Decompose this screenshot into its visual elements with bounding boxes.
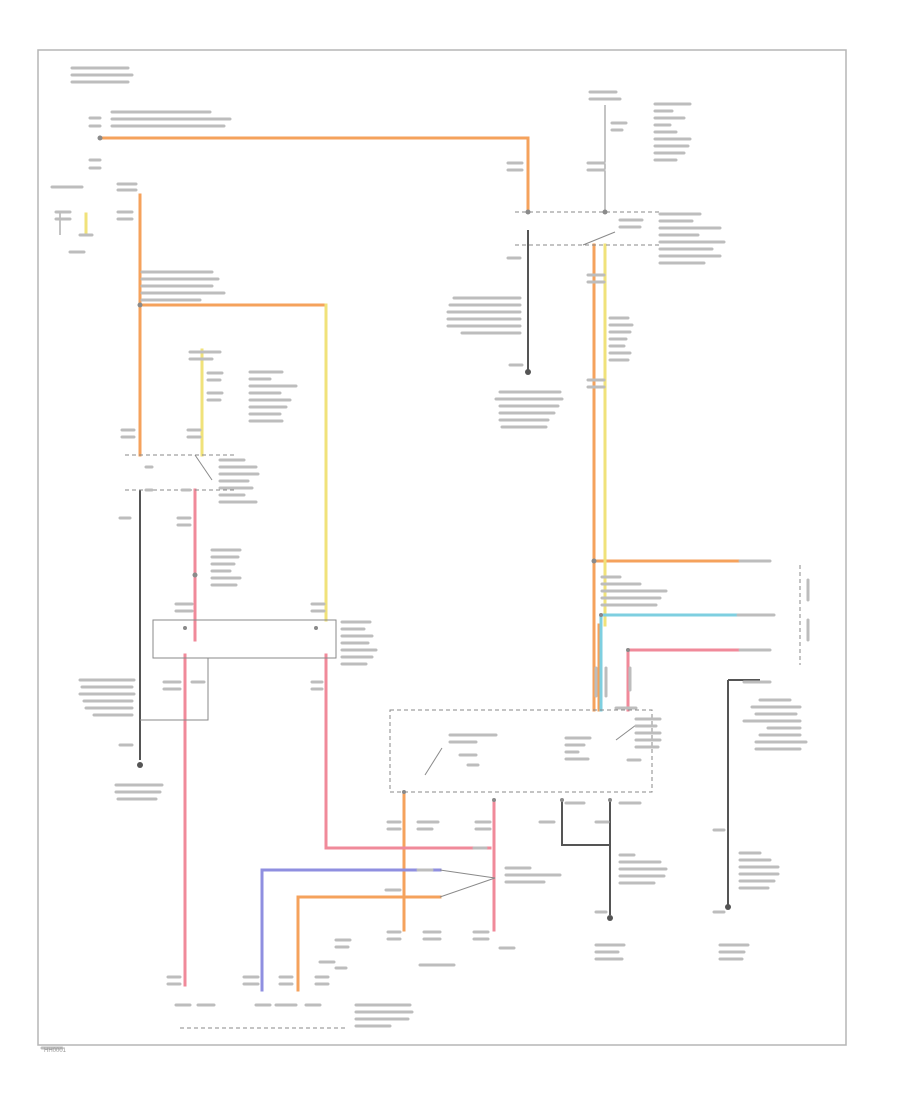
blue-wires: [260, 868, 442, 992]
yellow-wires: [84, 212, 607, 627]
cyan-wires: [599, 613, 762, 712]
splice-points: [97, 135, 630, 802]
black-wires: [139, 230, 760, 915]
footer-code: HH0001: [44, 1048, 67, 1054]
orange-wires: [98, 136, 762, 992]
ground-symbols: [137, 369, 731, 921]
label-marks: [40, 66, 810, 1050]
component-outlines: [59, 105, 801, 1029]
pink-wires: [183, 488, 762, 987]
diagram-frame: [37, 49, 847, 1046]
